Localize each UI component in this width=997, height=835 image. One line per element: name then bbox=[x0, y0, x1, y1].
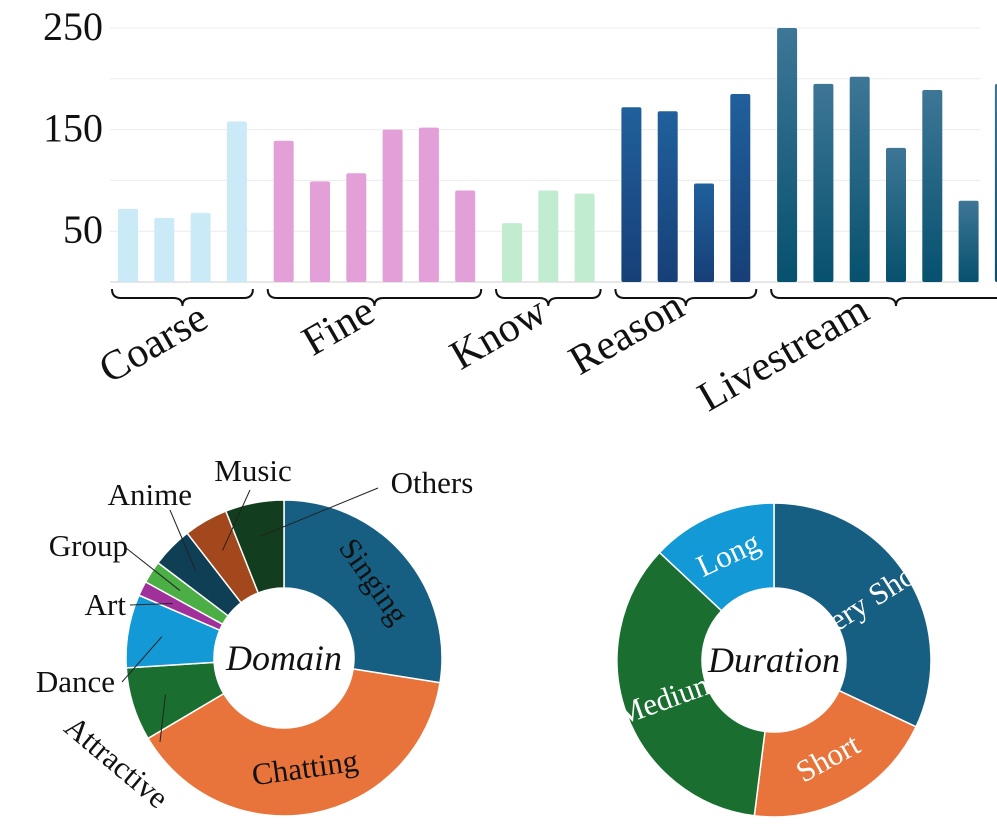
bar-reason-4 bbox=[730, 94, 751, 282]
group-label-fine: Fine bbox=[295, 288, 383, 365]
y-tick-label: 50 bbox=[63, 207, 103, 252]
bar-know-3 bbox=[574, 193, 595, 282]
bar-know-2 bbox=[538, 190, 559, 282]
slice-chatting bbox=[146, 668, 441, 817]
bar-fine-1 bbox=[273, 140, 294, 282]
bar-livestream-3 bbox=[849, 76, 870, 282]
brace-reason bbox=[614, 288, 758, 307]
brace-know bbox=[495, 288, 602, 307]
bar-coarse-4 bbox=[226, 121, 247, 282]
slice-medium bbox=[616, 551, 766, 817]
leader-line-dance bbox=[121, 636, 163, 683]
slice-label-group: Group bbox=[49, 528, 128, 563]
bar-livestream-5 bbox=[922, 89, 943, 282]
bar-fine-4 bbox=[382, 129, 403, 282]
slice-very-short bbox=[773, 502, 932, 728]
slice-label-anime: Anime bbox=[108, 477, 192, 512]
bar-fine-5 bbox=[418, 127, 439, 283]
group-label-coarse: Coarse bbox=[91, 295, 215, 393]
bar-livestream-4 bbox=[886, 147, 906, 282]
brace-livestream bbox=[770, 288, 997, 307]
leader-line-attractive bbox=[159, 694, 166, 743]
group-label-know: Know bbox=[443, 288, 555, 380]
leader-line-music bbox=[222, 489, 251, 551]
slice-label-art: Art bbox=[85, 587, 127, 622]
bar-livestream-7 bbox=[994, 83, 997, 282]
slice-label-others: Others bbox=[391, 465, 474, 500]
brace-coarse bbox=[111, 288, 254, 307]
bar-know-1 bbox=[502, 223, 522, 282]
bar-coarse-2 bbox=[154, 217, 175, 282]
slice-singing bbox=[283, 499, 443, 684]
leader-line-group bbox=[125, 547, 181, 591]
center-label: Domain bbox=[225, 638, 342, 678]
bar-livestream-1 bbox=[777, 28, 798, 282]
y-tick-label: 150 bbox=[43, 106, 103, 151]
bar-coarse-3 bbox=[190, 212, 211, 282]
bar-reason-3 bbox=[694, 183, 714, 282]
center-label: Duration bbox=[707, 640, 840, 680]
slice-short bbox=[753, 689, 918, 818]
bar-fine-2 bbox=[310, 181, 330, 282]
bar-livestream-2 bbox=[813, 83, 834, 282]
bar-coarse-1 bbox=[118, 208, 138, 282]
bar-livestream-6 bbox=[958, 200, 979, 282]
slice-long bbox=[658, 502, 775, 612]
bar-reason-2 bbox=[657, 111, 678, 282]
slice-others bbox=[224, 499, 285, 594]
leader-line-others bbox=[260, 487, 379, 537]
domain-donut-chart: DomainSingingChattingAttractiveDanceArtG… bbox=[36, 453, 474, 817]
group-label-livestream: Livestream bbox=[690, 286, 877, 420]
bar-fine-3 bbox=[346, 173, 367, 282]
bar-reason-1 bbox=[621, 107, 642, 282]
slice-label-dance: Dance bbox=[36, 664, 115, 699]
brace-fine bbox=[266, 288, 483, 307]
leader-line-art bbox=[129, 602, 173, 606]
y-tick-label: 250 bbox=[43, 4, 103, 49]
leader-line-anime bbox=[169, 509, 197, 572]
bar-fine-6 bbox=[455, 190, 476, 282]
slice-label-music: Music bbox=[214, 453, 292, 488]
